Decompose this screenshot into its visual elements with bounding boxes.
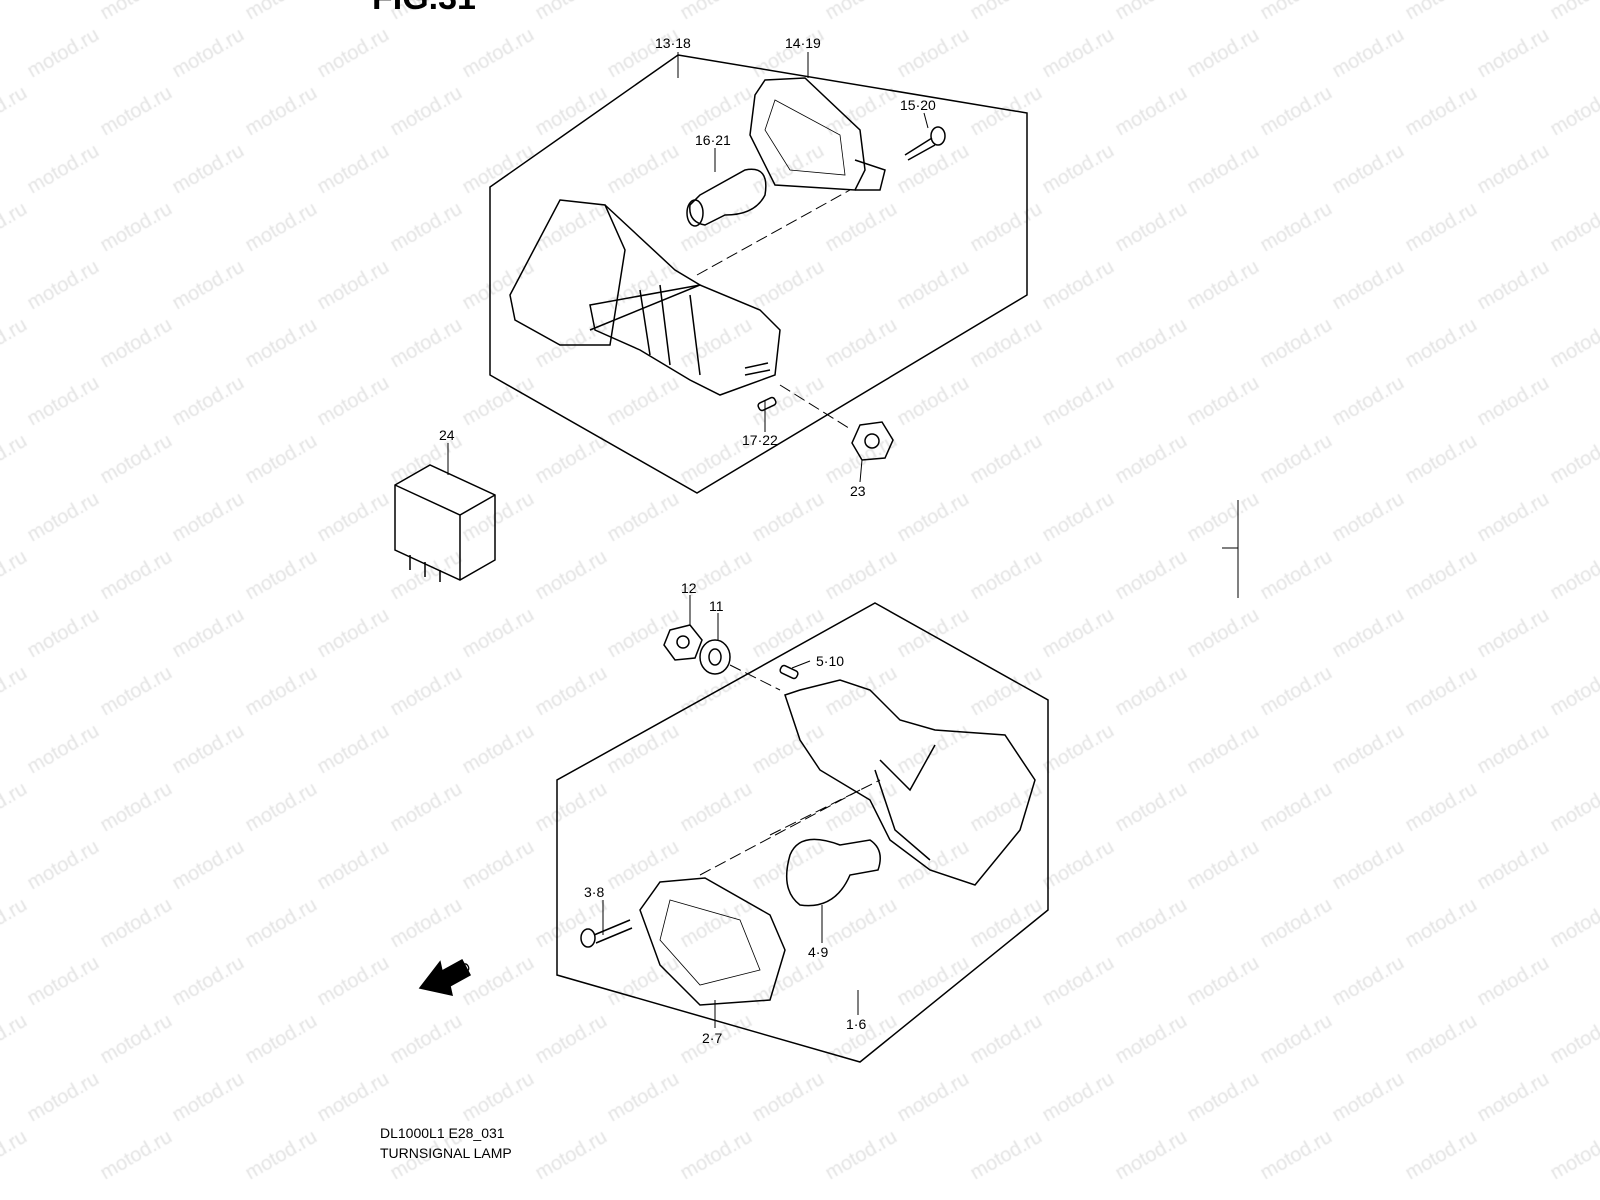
figure-title: FIG.31: [372, 0, 476, 18]
callout-3-8: 3·8: [584, 884, 604, 900]
callout-13-18: 13·18: [655, 35, 691, 51]
lower-screw: [580, 919, 633, 948]
upper-cushion: [757, 396, 777, 412]
upper-lens: [749, 77, 886, 191]
callout-12: 12: [681, 580, 697, 596]
callout-1-6: 1·6: [846, 1016, 866, 1032]
upper-assembly-frame: [489, 54, 1028, 494]
callout-2-7: 2·7: [702, 1030, 722, 1046]
relay: [394, 464, 496, 582]
upper-bulb: [686, 168, 767, 227]
lower-assembly-frame: [556, 602, 1049, 1063]
lower-lamp-housing: [784, 679, 1036, 886]
callout-14-19: 14·19: [785, 35, 821, 51]
fwd-arrow: FWD: [418, 958, 473, 996]
washer: [699, 639, 731, 675]
model-code: DL1000L1 E28_031: [380, 1125, 505, 1141]
callout-24: 24: [439, 427, 455, 443]
nut: [663, 624, 703, 661]
lower-lens: [639, 877, 786, 1006]
upper-nut: [851, 421, 894, 461]
figure-name: TURNSIGNAL LAMP: [380, 1145, 512, 1161]
lower-cushion: [779, 664, 799, 680]
callout-5-10: 5·10: [816, 653, 844, 669]
callout-16-21: 16·21: [695, 132, 731, 148]
callout-4-9: 4·9: [808, 944, 828, 960]
upper-lamp-housing: [509, 199, 781, 396]
callout-23: 23: [850, 483, 866, 499]
callout-11: 11: [709, 598, 724, 614]
callout-17-22: 17·22: [742, 432, 778, 448]
lower-bulb: [785, 838, 881, 907]
upper-screw: [904, 126, 946, 161]
callout-15-20: 15·20: [900, 97, 936, 113]
